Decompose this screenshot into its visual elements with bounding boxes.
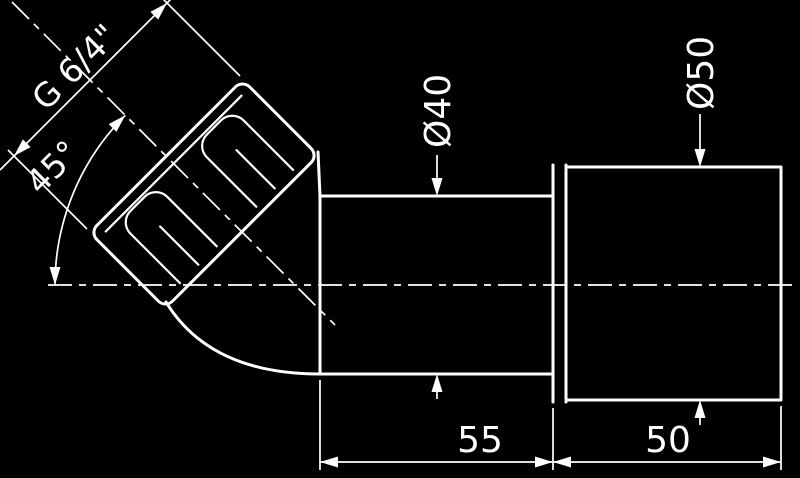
thread-size-label: G 6/4" [24,16,125,117]
pipe-50-outline [564,165,783,402]
arrowhead [763,456,781,468]
thread-ext-lines [7,0,241,230]
nut-outline [92,82,316,306]
pipe-40-outline [318,194,555,376]
thread-dim-line [0,0,172,171]
angle-label: 45° [18,133,87,202]
arrowhead [431,178,443,196]
length-ext-lines [319,380,782,470]
angle-dim-arc [54,114,126,286]
nut-section-upper [201,114,295,208]
diameter-40-label: Ø40 [418,74,459,148]
arrowhead [320,456,338,468]
nut-thread-lines [159,149,276,266]
length-55-label: 55 [457,420,503,461]
arrowhead [431,374,443,392]
nut-inner-edge [104,94,243,233]
arrowhead [49,267,61,285]
arrowhead [694,400,706,418]
elbow-body [164,150,322,376]
socket-flange [551,163,568,404]
nut-section-lower [124,191,218,285]
arrowhead [553,456,571,468]
length-50-label: 50 [645,420,691,461]
arrowhead [535,456,553,468]
arrowhead [694,149,706,167]
diameter-50-label: Ø50 [681,36,722,110]
threaded-nut [92,82,316,306]
